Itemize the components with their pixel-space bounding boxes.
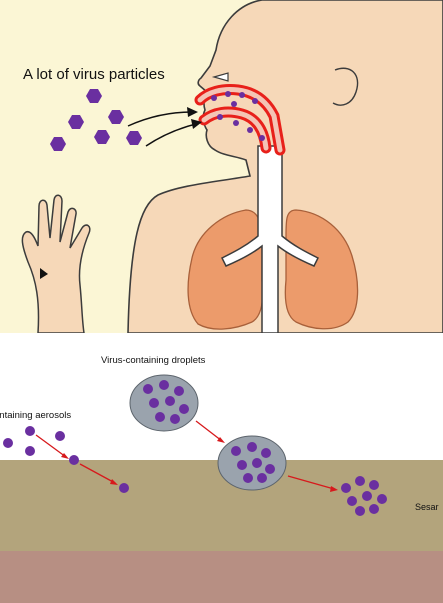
- inhalation-illustration: [0, 0, 443, 333]
- ground-lower-layer: [0, 551, 443, 603]
- inhalation-scene: [0, 0, 443, 333]
- droplets-label: Virus-containing droplets: [101, 355, 205, 366]
- transmission-scene: [0, 333, 443, 603]
- aerosols-label: ontaining aerosols: [0, 410, 71, 421]
- transmission-illustration: [0, 333, 443, 603]
- virus-particles-label: A lot of virus particles: [23, 66, 165, 83]
- surface-label: Sesar: [415, 502, 439, 512]
